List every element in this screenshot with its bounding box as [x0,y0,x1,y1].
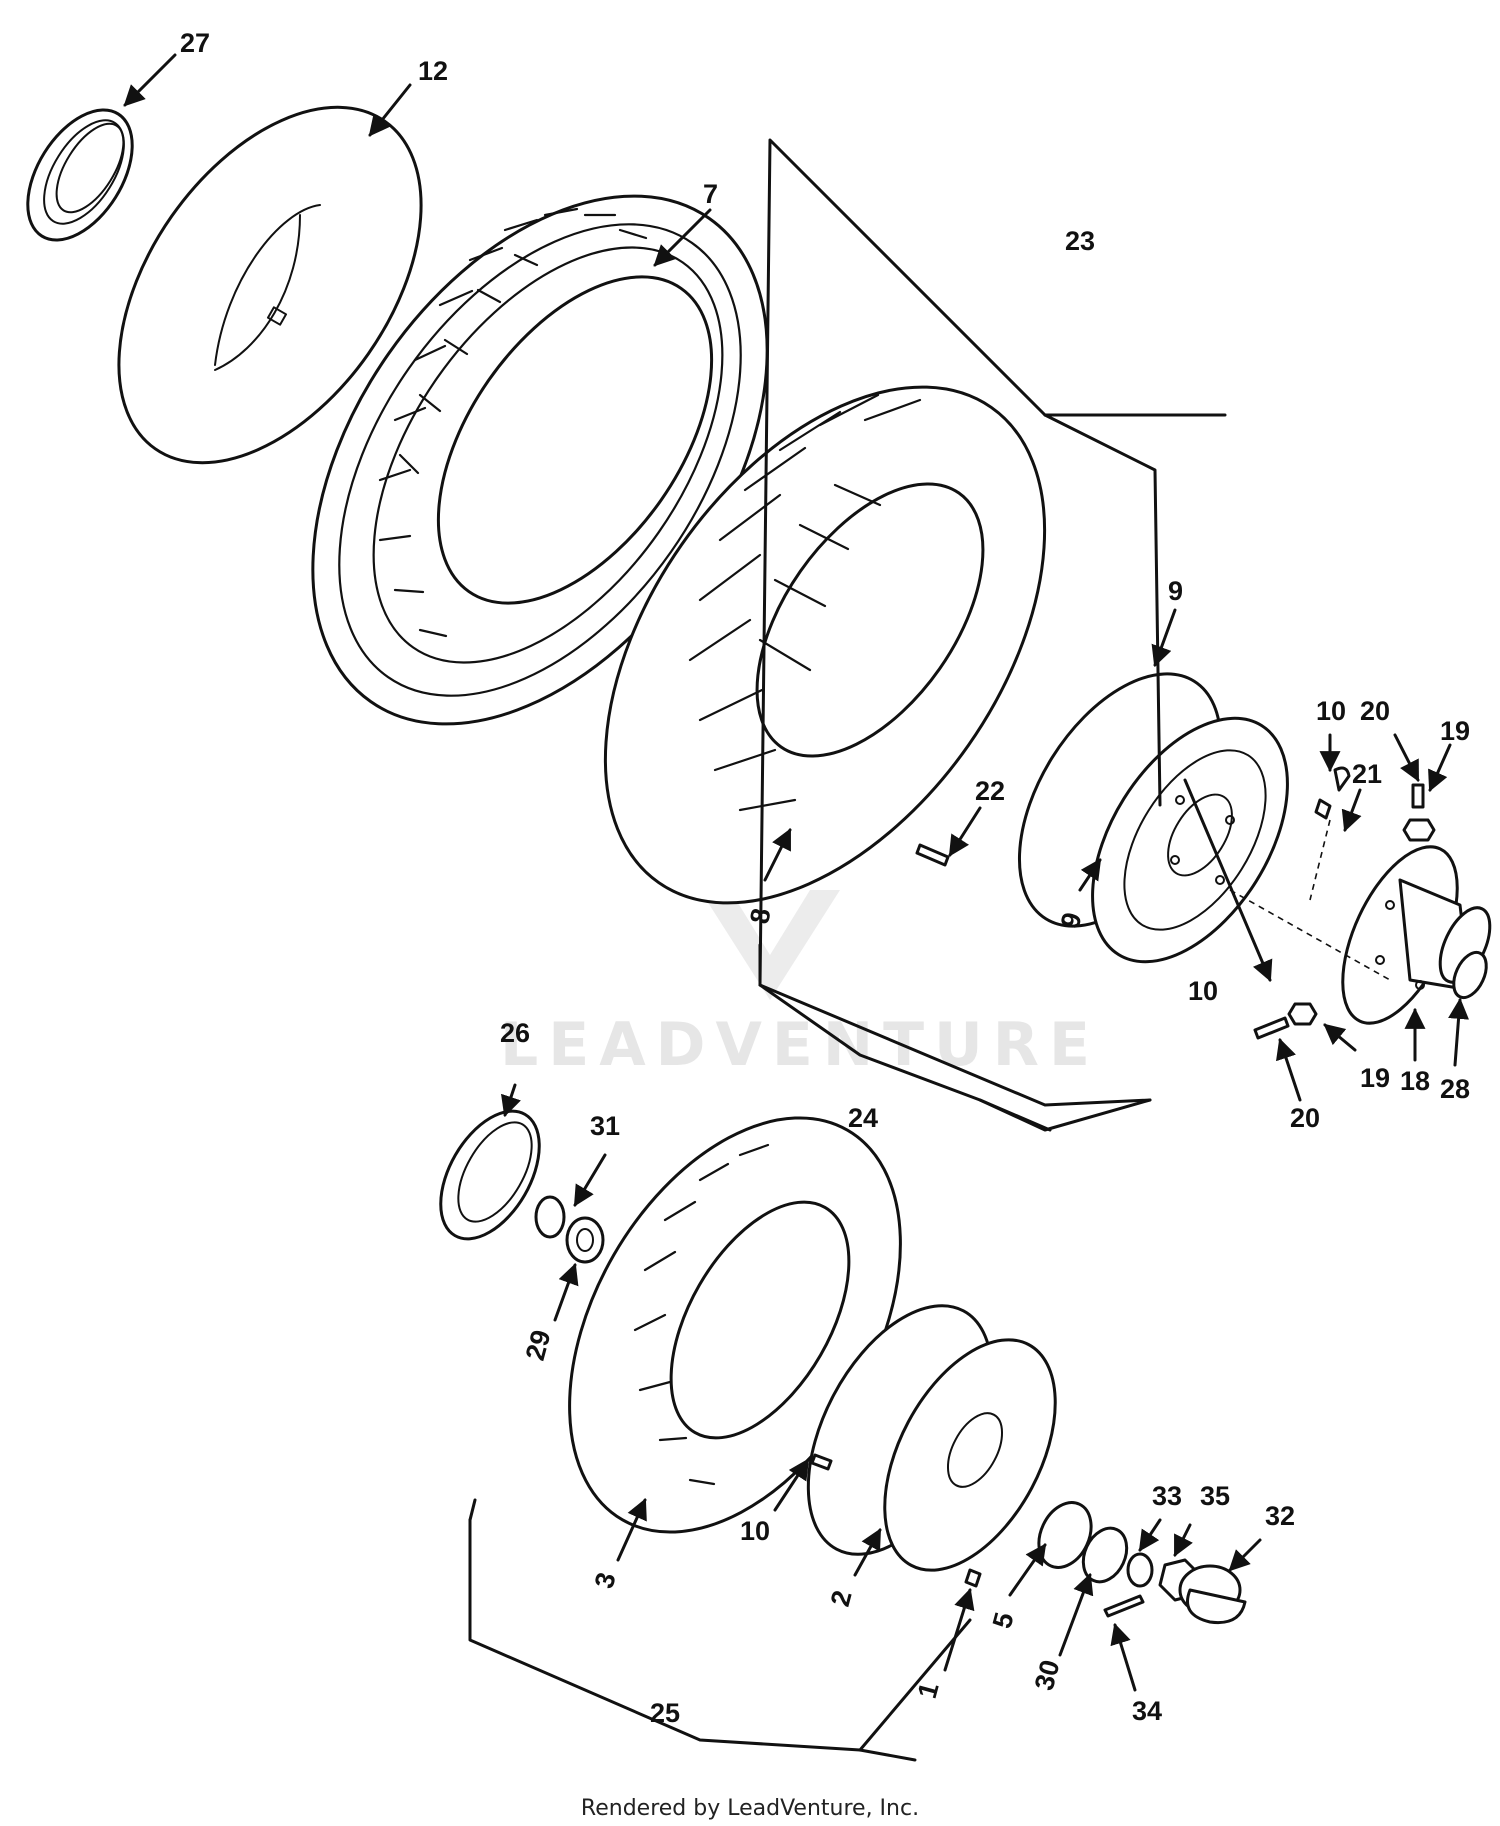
callout-25: 25 [650,1698,680,1728]
hardware-upper [915,766,1436,1040]
callout-35: 35 [1200,1481,1230,1511]
callout-19-upper: 19 [1440,716,1470,746]
hardware-lower [810,1453,1247,1625]
callout-3: 3 [589,1569,622,1591]
callout-18: 18 [1400,1066,1430,1096]
part-18-hub [1341,845,1492,1025]
callout-10-bottom: 10 [740,1516,770,1546]
callout-32: 32 [1265,1501,1295,1531]
callout-22: 22 [975,776,1005,806]
callout-2: 2 [825,1587,858,1609]
watermark-text: LEADVENTURE [500,1010,1100,1080]
callout-30: 30 [1029,1657,1066,1694]
callout-28: 28 [1440,1074,1470,1104]
callout-19-lower: 19 [1360,1063,1390,1093]
callout-5: 5 [987,1609,1020,1631]
part-8-ag-tire [603,385,1047,905]
part-31-bushing [534,1195,605,1264]
callout-8: 8 [744,906,776,926]
callout-7: 7 [703,179,718,209]
callout-9-upper: 9 [1168,576,1183,606]
callout-33: 33 [1152,1481,1182,1511]
callout-31: 31 [590,1111,620,1141]
callout-34: 34 [1132,1696,1162,1726]
callout-20-upper: 20 [1360,696,1390,726]
part-9-rim [1017,672,1289,964]
callout-23: 23 [1065,226,1095,256]
callout-26: 26 [500,1018,530,1048]
bracket-lines [468,138,1391,1762]
callout-24: 24 [848,1103,878,1133]
leader-arrows [123,53,1470,1692]
callout-20-lower: 20 [1290,1103,1320,1133]
part-28-cap [1452,950,1488,1000]
callout-9-lower: 9 [1055,909,1088,931]
callout-10-lower: 10 [1188,976,1218,1006]
part-2-rim [806,1304,1057,1572]
callout-21: 21 [1352,759,1382,789]
callout-27: 27 [180,28,210,58]
watermark: LEADVENTURE [500,705,1100,1080]
callout-12: 12 [418,56,448,86]
callout-10-upper: 10 [1316,696,1346,726]
callout-1: 1 [912,1679,945,1701]
callout-29: 29 [520,1327,557,1364]
callout-labels: 27 12 7 23 9 10 20 19 21 22 8 9 10 19 18… [180,28,1470,1728]
footer-credit: Rendered by LeadVenture, Inc. [581,1796,919,1821]
part-27-ring [26,108,134,242]
part-26-ring [439,1109,541,1241]
